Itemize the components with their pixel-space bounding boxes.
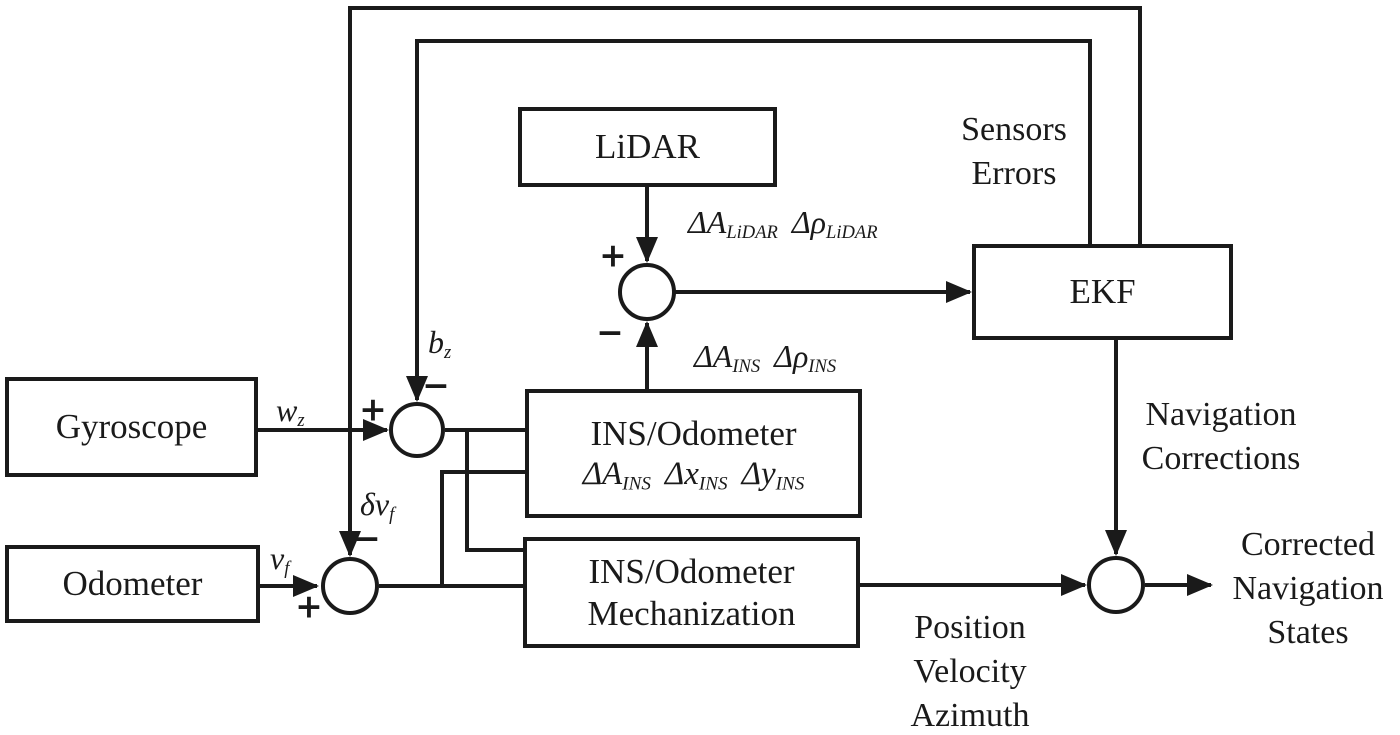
lidar-block: LiDAR	[518, 107, 777, 187]
odometer-velocity-label: vf	[270, 540, 290, 580]
sum1-plus-sign: +	[599, 235, 627, 275]
navigation-corrections-label: Navigation Corrections	[1141, 396, 1301, 477]
sum3-plus-sign: +	[295, 586, 323, 626]
ekf-block: EKF	[972, 244, 1233, 340]
wire-ekf-feedback-inner-to-sum2	[406, 39, 1092, 402]
ins-odometer-mechanization-block: INS/Odometer Mechanization	[523, 537, 860, 648]
gyro-bias-label: bz	[428, 324, 452, 364]
odometer-block: Odometer	[5, 545, 260, 623]
velocity-error-label: δvf	[360, 486, 395, 526]
gyroscope-block: Gyroscope	[5, 377, 258, 477]
gyroscope-block-label: Gyroscope	[55, 407, 208, 447]
ins-odometer-mechanization-label-line2: Mechanization	[587, 593, 796, 633]
odometer-block-label: Odometer	[62, 564, 203, 604]
lidar-block-label: LiDAR	[595, 127, 700, 167]
corrected-navigation-states-label: Corrected Navigation States	[1232, 526, 1384, 651]
wire-sum2-branch-to-mechanization	[465, 430, 527, 552]
sum2-minus-sign: −	[422, 365, 450, 405]
sum-junction-output	[1087, 556, 1145, 614]
wire-sum3-branch-to-errormodel	[440, 470, 529, 586]
sum-junction-lidar-ins	[618, 263, 676, 321]
sum-junction-odometer	[321, 557, 379, 615]
sum2-plus-sign: +	[359, 389, 387, 429]
sensors-errors-label: Sensors Errors	[961, 111, 1067, 192]
wire-ekf-feedback-outer-to-sum3	[339, 6, 1142, 557]
sum-junction-gyro	[389, 402, 445, 458]
ekf-block-label: EKF	[1069, 272, 1136, 312]
sum3-minus-sign: −	[353, 518, 381, 558]
position-velocity-azimuth-label: Position Velocity Azimuth	[910, 609, 1030, 734]
gyro-rate-label: wz	[276, 392, 305, 432]
ins-odometer-error-model-label: INS/Odometer	[590, 414, 797, 454]
ins-odometer-mechanization-label-line1: INS/Odometer	[588, 552, 795, 592]
sum1-minus-sign: −	[596, 312, 624, 352]
